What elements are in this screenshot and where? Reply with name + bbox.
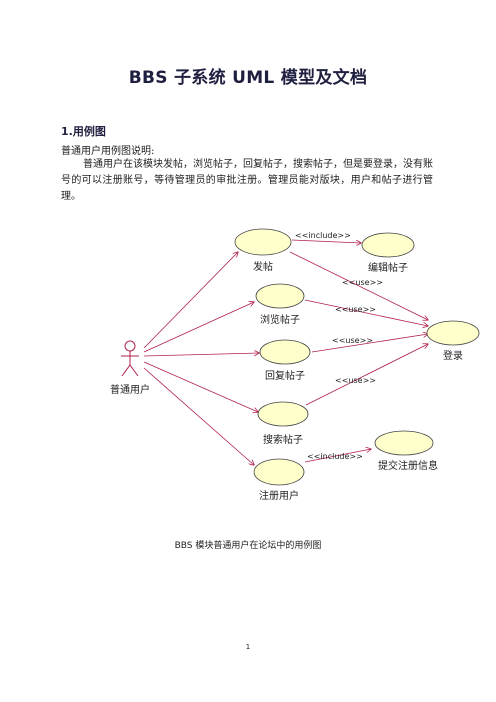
usecase-login bbox=[426, 320, 480, 346]
figure-caption: BBS 模块普通用户在论坛中的用例图 bbox=[174, 541, 322, 551]
usecase-label-edit: 编辑帖子 bbox=[368, 261, 408, 274]
assoc-browse bbox=[143, 302, 254, 353]
usecase-reply bbox=[259, 339, 311, 365]
usecase-submit bbox=[374, 430, 434, 456]
assoc-reply bbox=[143, 353, 259, 357]
usecase-post bbox=[234, 228, 292, 256]
rel-label-use-search: <<use>> bbox=[335, 376, 376, 385]
usecase-label-post: 发帖 bbox=[253, 260, 273, 273]
page-number: 1 bbox=[245, 643, 251, 651]
rel-use-search bbox=[305, 344, 428, 406]
assoc-post bbox=[143, 252, 238, 349]
usecase-label-submit: 提交注册信息 bbox=[378, 459, 438, 472]
assoc-search bbox=[143, 361, 258, 412]
actor-label: 普通用户 bbox=[110, 383, 150, 396]
rel-label-use-post: <<use>> bbox=[342, 278, 383, 287]
usecase-label-reply: 回复帖子 bbox=[265, 369, 305, 382]
usecase-edit bbox=[361, 232, 415, 258]
usecase-label-register: 注册用户 bbox=[259, 489, 299, 502]
rel-label-use-browse: <<use>> bbox=[335, 305, 376, 314]
rel-use-reply bbox=[311, 334, 428, 353]
rel-label-use-reply: <<use>> bbox=[332, 336, 373, 345]
usecase-label-login: 登录 bbox=[443, 349, 463, 362]
document-title: BBS 子系统 UML 模型及文档 bbox=[128, 68, 368, 88]
rel-use-browse bbox=[304, 299, 428, 326]
usecase-label-browse: 浏览帖子 bbox=[260, 313, 300, 326]
usecase-register bbox=[253, 458, 305, 486]
assoc-register bbox=[143, 367, 254, 465]
rel-include-edit bbox=[291, 239, 361, 243]
actor-figure bbox=[121, 340, 139, 377]
rel-label-include-submit: <<include>> bbox=[307, 452, 363, 461]
intro-label: 普通用户用例图说明: bbox=[61, 146, 155, 157]
usecase-label-search: 搜索帖子 bbox=[263, 433, 303, 446]
rel-use-post bbox=[289, 251, 428, 320]
usecase-browse bbox=[255, 283, 305, 309]
usecase-search bbox=[257, 401, 309, 427]
rel-include-submit bbox=[304, 449, 371, 463]
section-heading: 1.用例图 bbox=[61, 125, 106, 138]
intro-paragraph: 普通用户在该模块发帖，浏览帖子，回复帖子，搜索帖子，但是要登录，没有账号的可以注… bbox=[61, 159, 433, 202]
rel-label-include-edit: <<include>> bbox=[295, 231, 351, 240]
